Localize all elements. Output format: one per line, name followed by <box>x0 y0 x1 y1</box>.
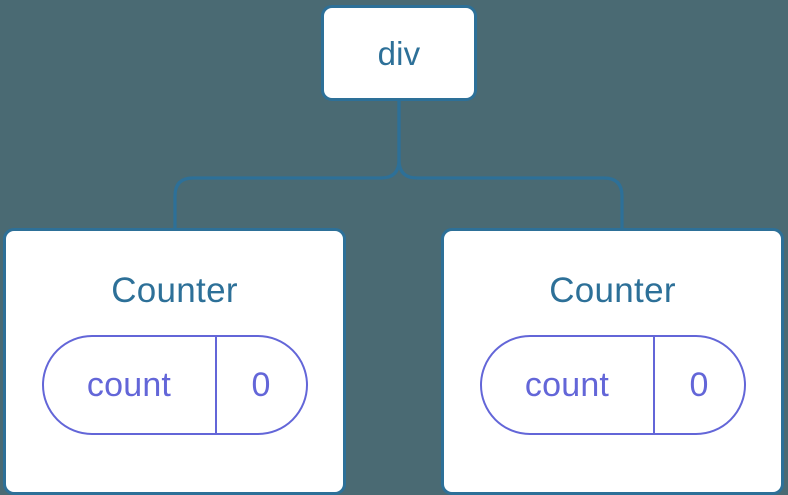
connector-path-right <box>397 99 624 232</box>
state-key-label: count <box>524 366 610 404</box>
tree-node-label: Counter <box>549 271 676 310</box>
state-value-label: 0 <box>689 366 709 404</box>
state-pill-key-cell: count <box>44 337 217 433</box>
state-pill[interactable]: count 0 <box>479 335 746 435</box>
tree-node-counter-right[interactable]: Counter count 0 <box>441 228 784 495</box>
state-pill-value-cell: 0 <box>655 337 744 433</box>
tree-node-label: Counter <box>111 271 238 310</box>
tree-node-counter-left[interactable]: Counter count 0 <box>3 228 346 495</box>
state-pill[interactable]: count 0 <box>41 335 308 435</box>
tree-node-label: div <box>377 34 421 72</box>
connector-path-left <box>173 99 401 232</box>
state-key-label: count <box>86 366 172 404</box>
tree-node-div[interactable]: div <box>321 5 477 101</box>
state-pill-key-cell: count <box>482 337 655 433</box>
state-value-label: 0 <box>251 366 271 404</box>
state-pill-value-cell: 0 <box>217 337 306 433</box>
